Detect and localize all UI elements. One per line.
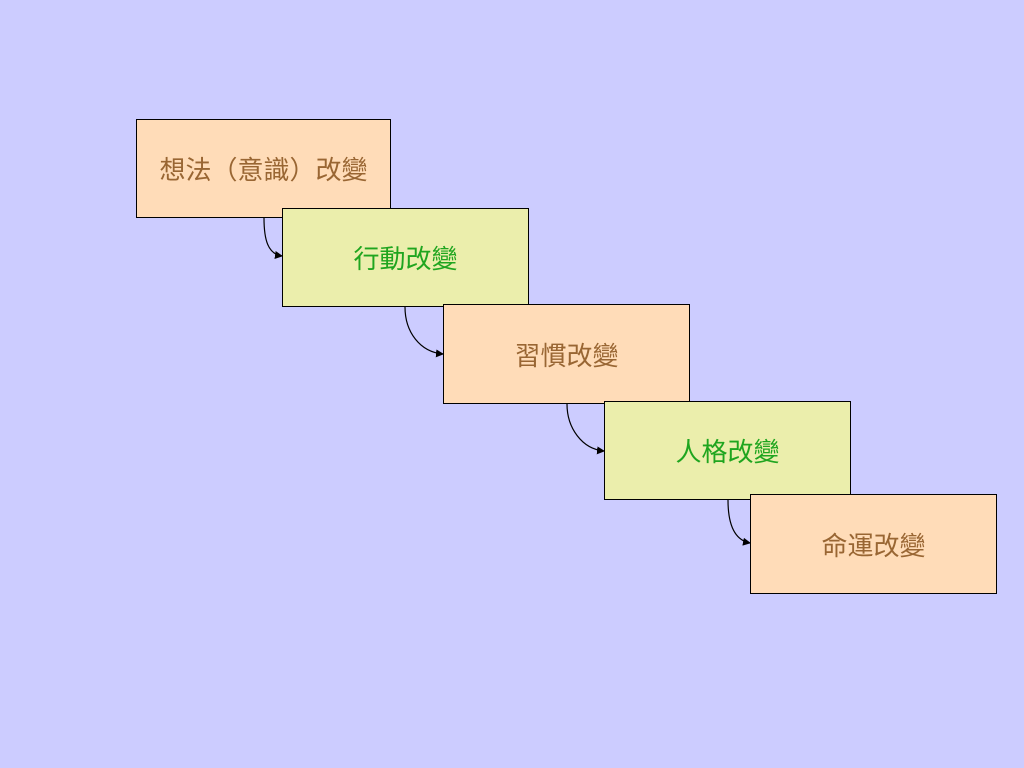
step-label-1: 想法（意識）改變: [159, 156, 368, 186]
step-box-2: 行動改變: [282, 208, 529, 307]
step-box-4: 人格改變: [604, 401, 851, 500]
connector-arrow-3: [566, 403, 605, 455]
step-label-4: 人格改變: [675, 438, 780, 468]
step-label-3: 習慣改變: [514, 341, 619, 372]
connector-arrow-4: [727, 499, 751, 546]
connector-arrow-2: [404, 306, 444, 358]
step-label-5: 命運改變: [821, 531, 926, 562]
connector-arrow-1: [263, 217, 283, 259]
step-label-2: 行動改變: [353, 245, 458, 275]
step-box-3: 習慣改變: [443, 304, 690, 404]
step-box-1: 想法（意識）改變: [136, 119, 391, 218]
step-box-5: 命運改變: [750, 494, 997, 594]
